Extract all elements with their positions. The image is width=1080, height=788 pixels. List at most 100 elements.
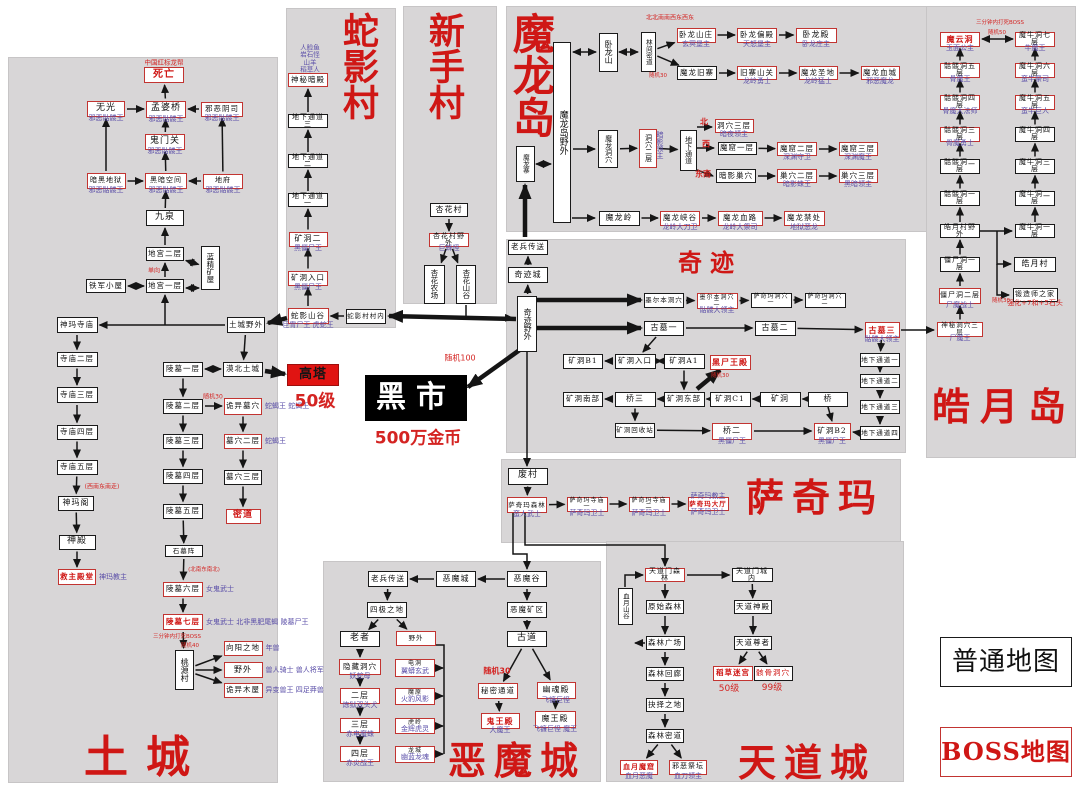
caption-mn7-0: 牛魔王: [1024, 43, 1046, 52]
node-mljinchu: 魔龙禁处: [783, 210, 825, 226]
node-kl2: 骷髅洞二层: [940, 158, 980, 174]
node-mltd: 地下通道: [679, 129, 697, 171]
node-smdx3: 神秘洞穴三层: [937, 321, 983, 337]
node-mn5: 魔牛洞五层: [1015, 94, 1055, 110]
panel-label-sheying: 蛇影村: [336, 12, 379, 120]
node-beast1: 电洞: [395, 659, 435, 677]
node-sqsenlin: 萨奇玛森林: [507, 497, 547, 513]
flow-arrow-139: [368, 618, 379, 631]
node-mlshengdi: 魔龙圣地: [798, 66, 838, 80]
caption-guiyimuxue-0: 蛇蝎王 蛇蝎王: [265, 401, 310, 410]
node-yewai_tc: 野外: [223, 662, 263, 678]
node-yincang: 隐藏洞穴: [339, 659, 381, 675]
caption-yincang-0: 妖蛇母: [349, 672, 371, 680]
flow-arrow-160: [758, 651, 768, 665]
node-kdB1: 矿洞B1: [563, 353, 603, 369]
node-xhnongchang: 杏花农场: [423, 264, 445, 304]
node-sytd1: 地下通道一: [288, 192, 328, 207]
flow-arrow-121: [656, 426, 711, 435]
node-gumu1: 古墓一: [644, 320, 684, 336]
caption-beast2-0: 火豹风影: [401, 695, 429, 703]
caption-smdx3-0: 尸魔王: [949, 333, 971, 342]
note-11: 西: [702, 139, 710, 149]
node-chx3: 巢穴三层: [838, 169, 878, 183]
node-taoyuan: 桃源村: [174, 650, 194, 690]
note-3: 随机30: [203, 393, 223, 401]
note-19: 500万金币: [374, 428, 462, 449]
flow-arrow-32: [195, 655, 223, 667]
node-kl4: 骷髅洞四层: [940, 94, 980, 110]
node-kdhsz: 矿洞回收站: [615, 422, 655, 438]
node-mrb1: 墨尔本洞穴: [644, 292, 684, 308]
flow-arrow-11: [184, 258, 200, 267]
node-gumu2: 古墓二: [754, 320, 796, 336]
node-muxue3: 墓穴三层: [224, 469, 262, 485]
node-heiankongjian: 黑暗空间: [145, 173, 187, 189]
caption-js2-0: 尸魔战士: [946, 301, 974, 309]
flow-arrow-123: [852, 429, 862, 438]
node-sytd2: 地下通道二: [288, 153, 328, 168]
node-xieyinsi: 邪恶阴司: [201, 101, 243, 117]
node-xymoku: 血月魔窟: [620, 759, 658, 775]
node-digong1: 地宫一层: [146, 279, 184, 293]
note-7: 人脸鱼 岩石怪 山羊 稻草人: [300, 43, 320, 74]
flow-arrow-167: [670, 744, 682, 759]
node-mengpoqiao: 孟婆桥: [146, 100, 186, 118]
note-9: 随机30: [649, 72, 667, 79]
caption-beast1-0: 翼蟒玄武: [401, 667, 429, 675]
node-jiuzhu: 救主殿堂: [58, 569, 96, 585]
caption-jiuzhu-0: 神玛教主: [99, 572, 127, 581]
node-midao: 密道: [225, 508, 261, 524]
flow-arrow-34: [195, 673, 223, 684]
node-lanjing: 蓝精矿屋: [200, 246, 220, 290]
caption-sykuang2-0: 黑僵尸王: [294, 243, 322, 252]
note-21: 50级: [718, 683, 740, 694]
node-tdmsenlin: 天道门森林: [645, 567, 685, 582]
caption-mldx2-0: 暗影领主: [656, 130, 665, 159]
node-haigu: 骸骨洞穴: [753, 665, 793, 681]
node-wolongdian: 卧龙殿: [795, 27, 837, 43]
flow-arrow-159: [738, 651, 748, 665]
node-kdnanbu: 矿洞南部: [563, 391, 603, 407]
node-duanzao: 锻造师之家: [1012, 288, 1058, 302]
flow-arrow-152: [502, 648, 523, 683]
node-kdA1: 矿洞A1: [663, 353, 705, 369]
node-sqsm2: 萨奇玛寺庙二: [628, 496, 670, 512]
node-sytd3: 地下通道三: [288, 113, 328, 128]
flow-arrow-134: [512, 513, 531, 570]
note-0: 中国红标龙帮: [144, 58, 184, 67]
note-10: 北: [700, 117, 708, 127]
node-laozhe: 老者: [340, 631, 380, 647]
panel-label-haoyue: 皓月岛: [932, 384, 1077, 429]
flow-arrow-145: [433, 644, 445, 754]
panel-label-molong: 魔龙岛: [506, 12, 556, 138]
node-yuanshi: 原始森林: [646, 600, 684, 614]
caption-mowang-0: 飞镰巨怪 魔王: [532, 724, 578, 733]
note-8: 北北南南西东西东: [645, 14, 695, 22]
caption-jzshanguan-0: 龙岭勇士: [743, 77, 771, 85]
node-hycun: 皓月村: [1014, 256, 1056, 272]
caption-difu-0: 邪恶骷髅王: [205, 185, 241, 194]
note-5: 三分钟内打死BOSS: [153, 633, 201, 640]
caption-mlxuecheng-0: 邪恶魔龙: [866, 77, 894, 85]
panel-qiji: [506, 239, 906, 453]
node-xhcun: 杏花村: [430, 203, 468, 217]
flow-arrow-6: [218, 117, 227, 172]
node-wlshanzhuang: 卧龙山庄: [676, 27, 716, 43]
node-simiao2: 寺庙二层: [56, 351, 98, 367]
node-emogu: 恶魔谷: [507, 571, 547, 587]
flow-arrow-154: [531, 648, 551, 681]
flow-arrow-153: [494, 700, 503, 713]
node-mn2: 魔牛洞二层: [1015, 190, 1055, 206]
caption-sqdating-0: 萨奇玛教主: [690, 491, 726, 500]
node-dxtd1: 地下通道一: [860, 353, 900, 367]
note-15: 随机30: [992, 297, 1010, 304]
node-yewai_em: 野外: [396, 630, 436, 646]
panel-xinshou: [403, 6, 497, 304]
node-shenmage: 神玛阁: [58, 495, 94, 511]
node-gaota: 高塔: [287, 364, 339, 386]
caption-mrb2-0: 骷髅大领主: [699, 306, 735, 314]
caption-kl4-0: 骨魔大法师: [942, 106, 978, 115]
node-difu: 地府: [203, 173, 243, 189]
node-kdC1: 矿洞C1: [709, 391, 751, 407]
